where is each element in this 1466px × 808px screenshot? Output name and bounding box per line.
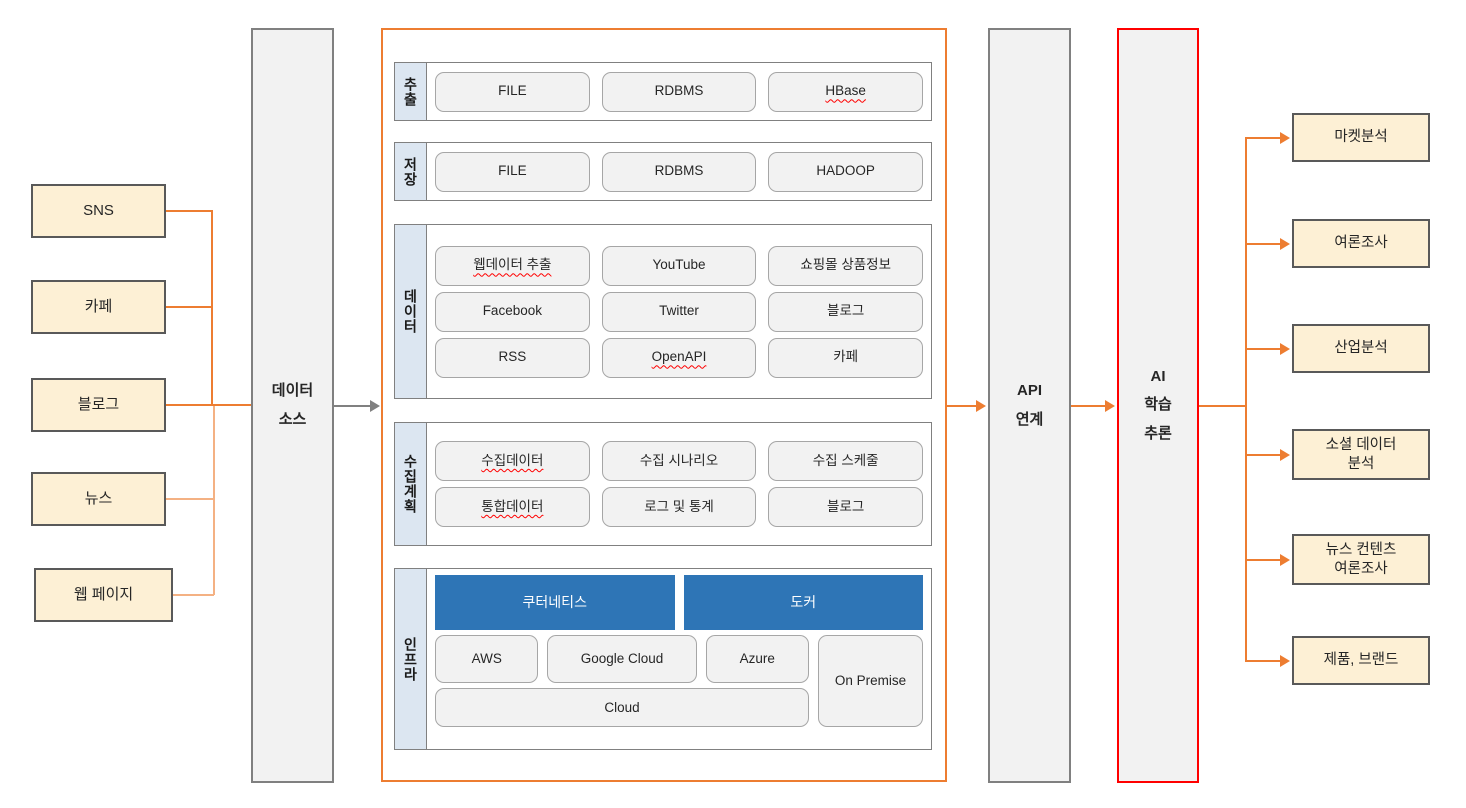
chip-plan-schedule[interactable]: 수집 스케줄 bbox=[768, 441, 924, 481]
connector-branch-news bbox=[1245, 559, 1282, 561]
source-box-cafe[interactable]: 카페 bbox=[31, 280, 166, 334]
section-extract: 추출 FILE RDBMS HBase bbox=[394, 62, 932, 121]
chip-data-shoppingmall[interactable]: 쇼핑몰 상품정보 bbox=[768, 245, 924, 286]
column-data-source[interactable]: 데이터 소스 bbox=[251, 28, 334, 783]
source-box-news[interactable]: 뉴스 bbox=[31, 472, 166, 526]
source-box-webpage[interactable]: 웹 페이지 bbox=[34, 568, 173, 622]
chip-infra-aws[interactable]: AWS bbox=[435, 635, 539, 684]
section-collection-plan-label: 수집계획 bbox=[395, 423, 427, 545]
section-infra-label: 인프라 bbox=[395, 569, 427, 749]
infra-cloud-vendors-row: AWS Google Cloud Azure bbox=[435, 635, 809, 684]
chip-storage-hadoop[interactable]: HADOOP bbox=[768, 151, 924, 192]
section-infra: 인프라 쿠터네티스 도커 AWS Google Cloud Azure Clou… bbox=[394, 568, 932, 750]
column-data-source-line1: 데이터 bbox=[271, 382, 314, 399]
arrow-branch-social bbox=[1280, 449, 1290, 461]
chip-plan-scenario[interactable]: 수집 시나리오 bbox=[601, 441, 757, 481]
connector-panel-to-api bbox=[947, 405, 978, 407]
section-storage-row: FILE RDBMS HADOOP bbox=[435, 151, 924, 192]
chip-plan-collectdata[interactable]: 수집데이터 bbox=[435, 441, 590, 481]
column-ai-line1: AI bbox=[1150, 367, 1166, 385]
chip-data-rss[interactable]: RSS bbox=[435, 337, 590, 378]
output-box-product-brand[interactable]: 제품, 브랜드 bbox=[1292, 636, 1430, 685]
arrow-datasource-to-panel bbox=[370, 400, 380, 412]
section-data-row-1: 웹데이터 추출 YouTube 쇼핑몰 상품정보 bbox=[435, 245, 924, 286]
connector-outputs-trunk-up bbox=[1245, 137, 1247, 406]
column-api-line1: API bbox=[1016, 382, 1042, 399]
output-box-social-data-analysis[interactable]: 소셜 데이터 분석 bbox=[1292, 429, 1430, 480]
arrow-branch-product bbox=[1280, 655, 1290, 667]
column-api[interactable]: API 연계 bbox=[988, 28, 1071, 783]
chip-data-twitter[interactable]: Twitter bbox=[601, 291, 757, 332]
section-extract-row: FILE RDBMS HBase bbox=[435, 71, 924, 112]
column-ai-line2: 학습 bbox=[1144, 396, 1172, 414]
section-collection-plan: 수집계획 수집데이터 수집 시나리오 수집 스케줄 통합데이터 로그 및 통계 … bbox=[394, 422, 932, 546]
section-collection-plan-row-2: 통합데이터 로그 및 통계 블로그 bbox=[435, 487, 924, 527]
connector-trunk-lower bbox=[213, 404, 215, 595]
connector-blog bbox=[166, 404, 212, 406]
section-data: 데이터 웹데이터 추출 YouTube 쇼핑몰 상품정보 Facebook Tw… bbox=[394, 224, 932, 399]
section-data-label: 데이터 bbox=[395, 225, 427, 398]
chip-infra-docker[interactable]: 도커 bbox=[683, 575, 923, 630]
output-box-market-analysis[interactable]: 마켓분석 bbox=[1292, 113, 1430, 162]
chip-extract-hbase[interactable]: HBase bbox=[768, 71, 924, 112]
section-data-row-3: RSS OpenAPI 카페 bbox=[435, 337, 924, 378]
connector-branch-social bbox=[1245, 454, 1282, 456]
section-storage-label: 저장 bbox=[395, 143, 427, 200]
chip-plan-blog[interactable]: 블로그 bbox=[768, 487, 924, 527]
chip-data-cafe[interactable]: 카페 bbox=[768, 337, 924, 378]
column-ai-line3: 추론 bbox=[1144, 424, 1172, 442]
infra-onpremise-wrap: On Premise bbox=[818, 635, 923, 727]
arrow-branch-market bbox=[1280, 132, 1290, 144]
connector-branch-poll bbox=[1245, 243, 1282, 245]
output-box-public-opinion[interactable]: 여론조사 bbox=[1292, 219, 1430, 268]
section-collection-plan-row-1: 수집데이터 수집 시나리오 수집 스케줄 bbox=[435, 441, 924, 481]
connector-datasource-to-panel bbox=[334, 405, 372, 407]
connector-webpage bbox=[173, 594, 214, 596]
chip-storage-file[interactable]: FILE bbox=[435, 151, 590, 192]
chip-data-openapi[interactable]: OpenAPI bbox=[601, 337, 757, 378]
connector-cafe bbox=[166, 306, 212, 308]
connector-outputs-trunk-down bbox=[1245, 405, 1247, 660]
connector-news bbox=[166, 498, 214, 500]
section-extract-label: 추출 bbox=[395, 63, 427, 120]
connector-api-to-ai bbox=[1071, 405, 1107, 407]
arrow-branch-poll bbox=[1280, 238, 1290, 250]
arrow-branch-industry bbox=[1280, 343, 1290, 355]
chip-data-blog[interactable]: 블로그 bbox=[768, 291, 924, 332]
connector-branch-market bbox=[1245, 137, 1282, 139]
chip-extract-file[interactable]: FILE bbox=[435, 71, 590, 112]
arrow-branch-news bbox=[1280, 554, 1290, 566]
source-box-blog[interactable]: 블로그 bbox=[31, 378, 166, 432]
arrow-panel-to-api bbox=[976, 400, 986, 412]
connector-trunk-to-datasource bbox=[211, 404, 253, 406]
chip-infra-cloud[interactable]: Cloud bbox=[435, 688, 809, 727]
chip-data-facebook[interactable]: Facebook bbox=[435, 291, 590, 332]
connector-sns bbox=[166, 210, 212, 212]
section-data-row-2: Facebook Twitter 블로그 bbox=[435, 291, 924, 332]
infra-container-row: 쿠터네티스 도커 bbox=[435, 575, 923, 630]
arrow-api-to-ai bbox=[1105, 400, 1115, 412]
chip-data-youtube[interactable]: YouTube bbox=[601, 245, 757, 286]
chip-infra-on-premise[interactable]: On Premise bbox=[818, 635, 923, 727]
connector-ai-to-trunk bbox=[1199, 405, 1246, 407]
chip-infra-kubernetes[interactable]: 쿠터네티스 bbox=[435, 575, 675, 630]
section-storage: 저장 FILE RDBMS HADOOP bbox=[394, 142, 932, 201]
source-box-sns[interactable]: SNS bbox=[31, 184, 166, 238]
column-api-line2: 연계 bbox=[1015, 410, 1044, 428]
chip-plan-logstats[interactable]: 로그 및 통계 bbox=[601, 487, 757, 527]
connector-trunk-upper bbox=[211, 210, 213, 406]
chip-infra-azure[interactable]: Azure bbox=[705, 635, 809, 684]
column-ai[interactable]: AI 학습 추론 bbox=[1117, 28, 1199, 783]
chip-infra-google-cloud[interactable]: Google Cloud bbox=[547, 635, 697, 684]
chip-storage-rdbms[interactable]: RDBMS bbox=[601, 151, 757, 192]
output-box-industry-analysis[interactable]: 산업분석 bbox=[1292, 324, 1430, 373]
chip-plan-integrateddata[interactable]: 통합데이터 bbox=[435, 487, 590, 527]
chip-data-webdata[interactable]: 웹데이터 추출 bbox=[435, 245, 590, 286]
connector-branch-product bbox=[1245, 660, 1282, 662]
column-data-source-line2: 소스 bbox=[278, 410, 307, 428]
infra-cloud-wide-row: Cloud bbox=[435, 688, 809, 727]
connector-branch-industry bbox=[1245, 348, 1282, 350]
chip-extract-rdbms[interactable]: RDBMS bbox=[601, 71, 757, 112]
output-box-news-content-opinion[interactable]: 뉴스 컨텐츠 여론조사 bbox=[1292, 534, 1430, 585]
